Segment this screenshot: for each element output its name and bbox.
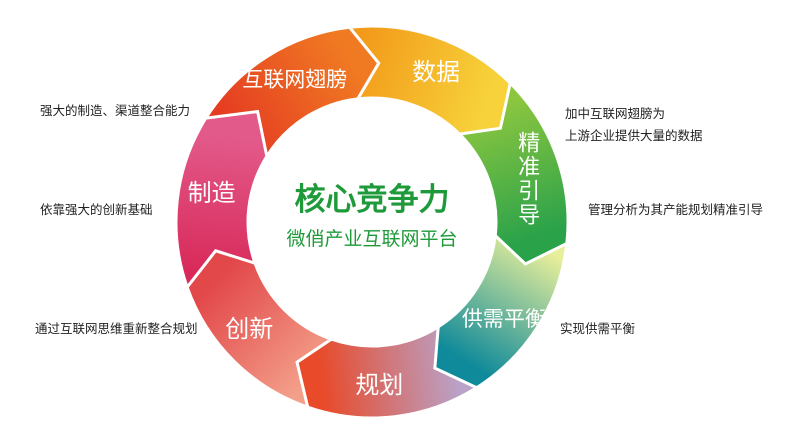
cycle-segment-label-4: 供需平衡 [462,307,546,331]
note-planning: 通过互联网思维重新整合规划 [35,321,198,336]
cycle-segment-label-5: 规划 [355,371,403,399]
cycle-segment-7 [174,109,269,291]
note-guidance: 管理分析为其产能规划精准引导 [588,202,764,217]
cycle-segment-label-7: 制造 [188,179,236,207]
center-title: 核心竞争力 [295,182,450,218]
note-manufacture: 强大的制造、渠道整合能力 [40,103,191,118]
note-data: 加中互联网翅膀为 上游企业提供大量的数据 [565,106,703,143]
note-innovation: 依靠强大的创新基础 [40,202,153,217]
cycle-segment-label-1: 互联网翅膀 [242,67,347,91]
cycle-segment-label-6: 创新 [225,315,273,343]
center-subtitle: 微俏产业互联网平台 [286,228,457,250]
note-balance: 实现供需平衡 [560,321,636,336]
cycle-ring [174,24,570,420]
cycle-segment-label-2: 数据 [412,58,460,86]
cycle-segment-label-3: 精准引导 [518,132,540,229]
